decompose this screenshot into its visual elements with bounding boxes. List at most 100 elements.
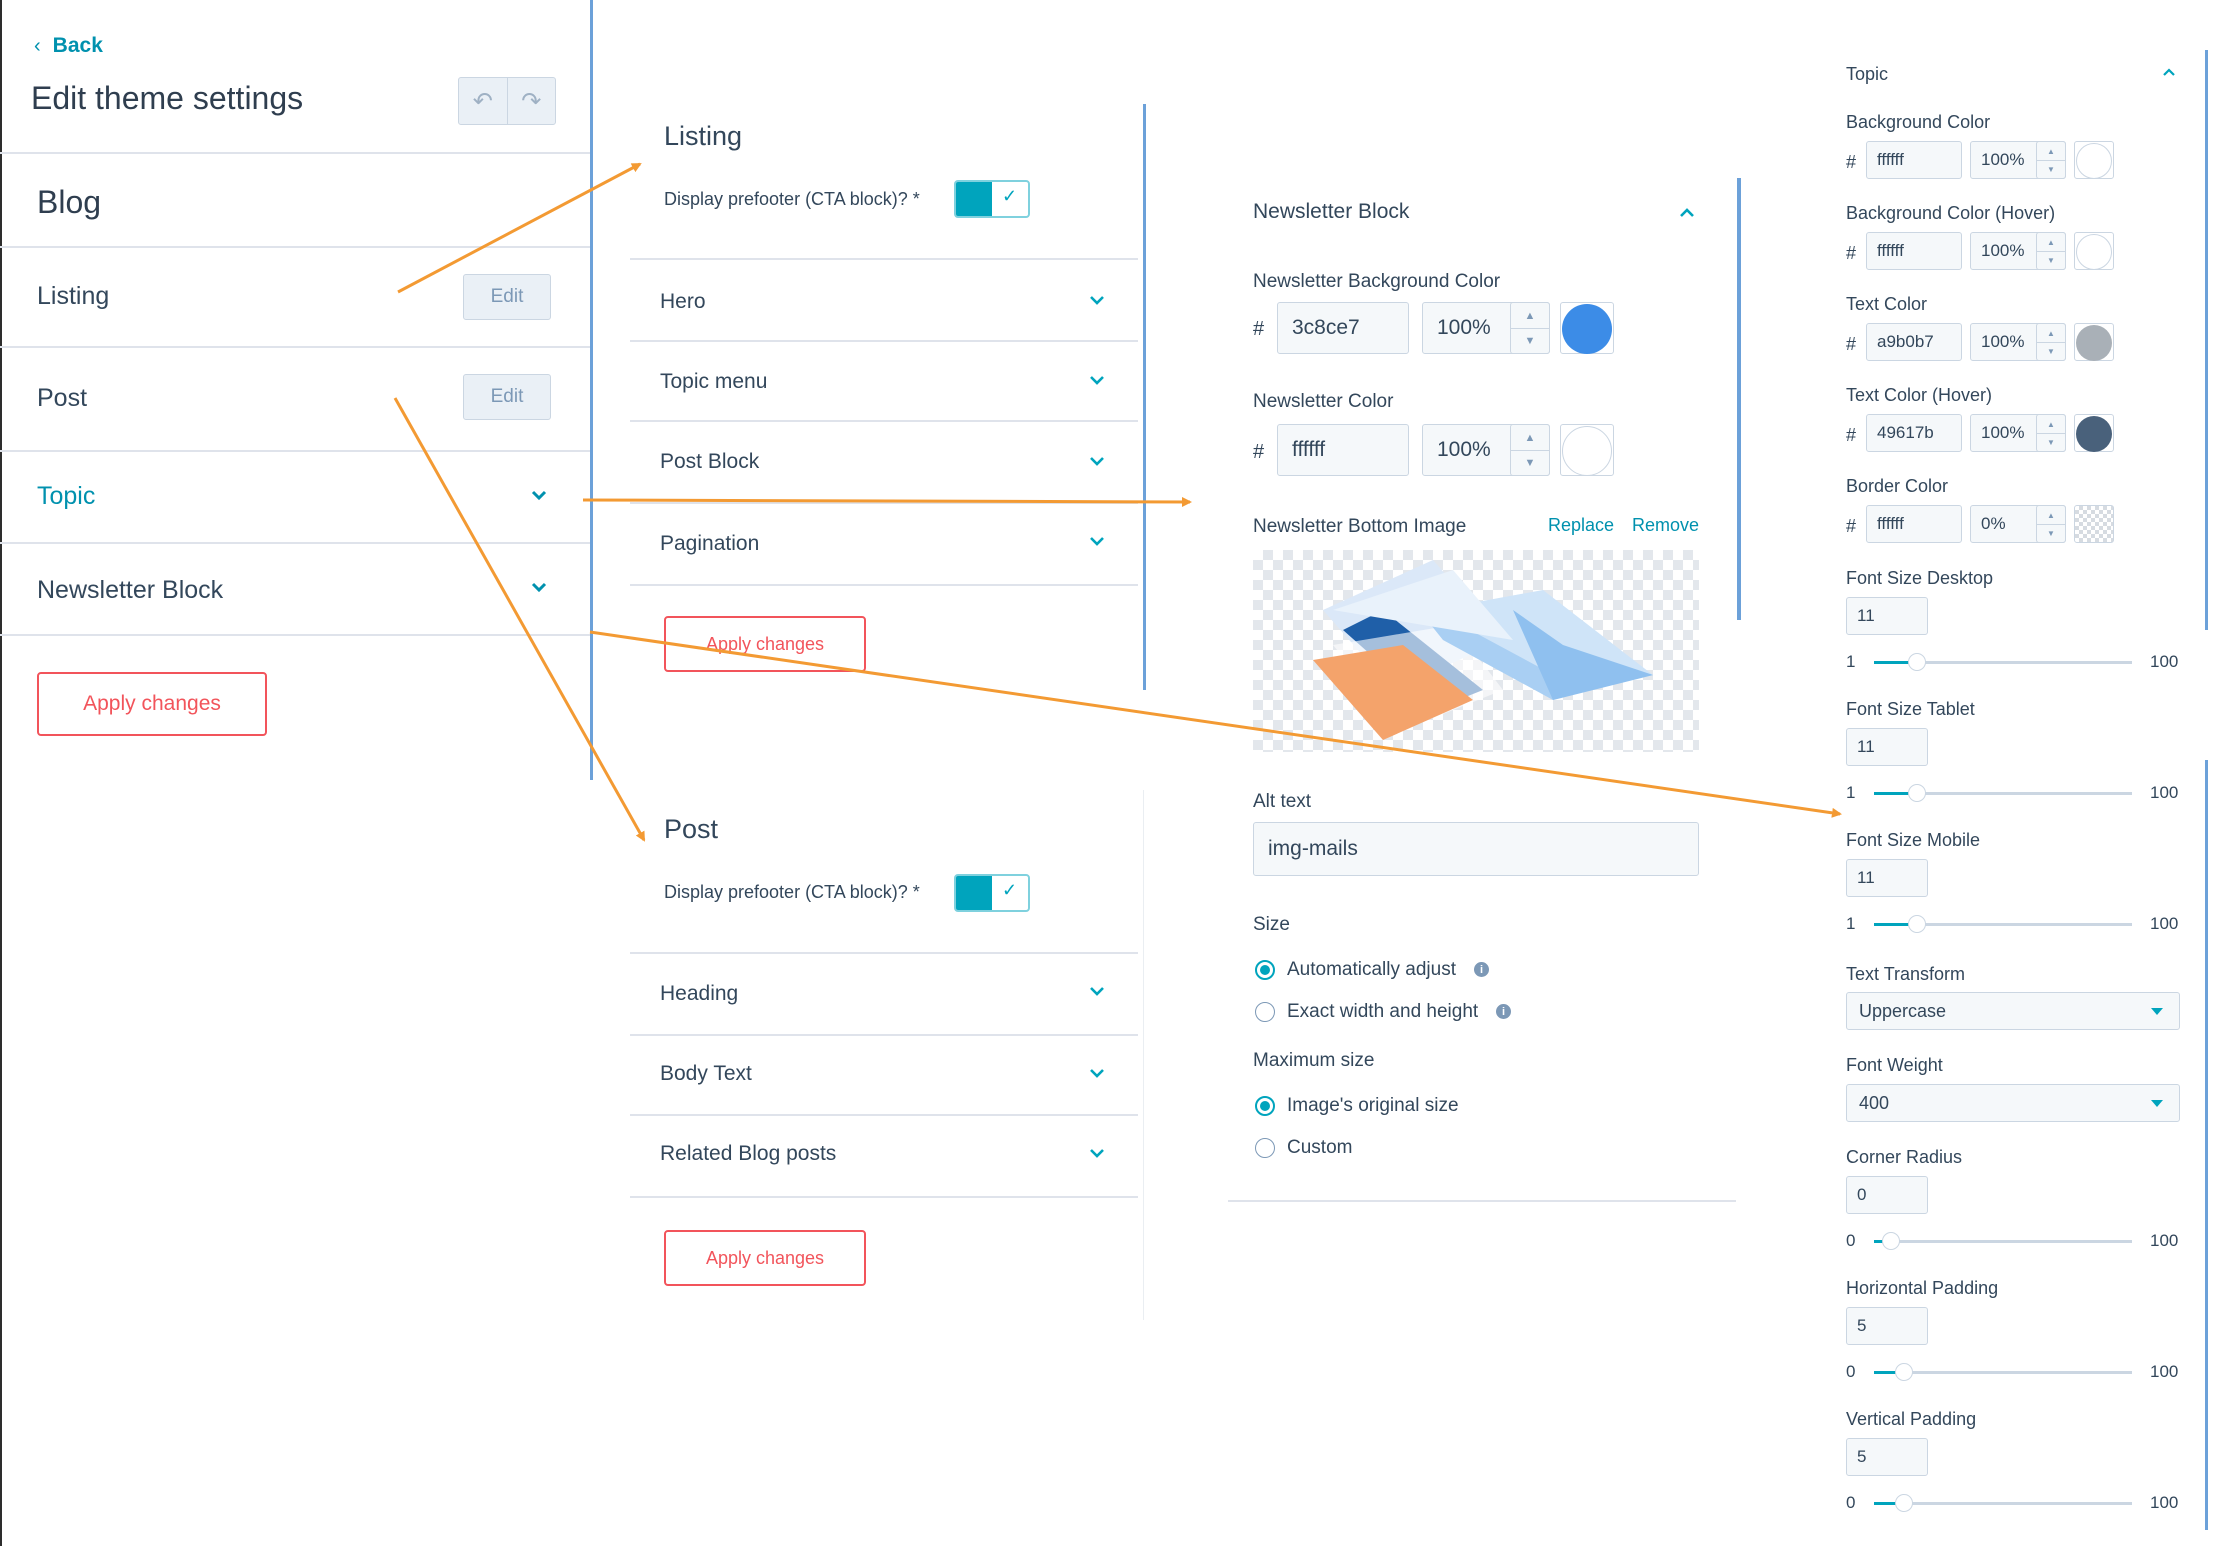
chevron-up-icon[interactable]	[1678, 204, 1696, 222]
slider-handle[interactable]	[1908, 653, 1927, 671]
listing-prefooter-toggle[interactable]: ✓	[954, 180, 1030, 218]
scrollbar[interactable]	[2205, 760, 2208, 1530]
color-hex-input[interactable]: ffffff	[1866, 141, 1962, 179]
divider	[0, 152, 590, 154]
replace-link[interactable]: Replace	[1548, 515, 1615, 535]
slider-value-input[interactable]: 11	[1846, 597, 1928, 635]
accordion-pagination[interactable]: Pagination	[630, 504, 1138, 586]
slider-value-input[interactable]: 5	[1846, 1438, 1928, 1476]
color-label: Text Color	[1846, 294, 1928, 314]
image-preview[interactable]	[1253, 550, 1699, 752]
slider-value-input[interactable]: 11	[1846, 728, 1928, 766]
color-label: Background Color (Hover)	[1846, 203, 2056, 223]
accordion-heading[interactable]: Heading	[630, 954, 1138, 1036]
max-original-radio[interactable]	[1255, 1096, 1275, 1116]
slider-value-input[interactable]: 0	[1846, 1176, 1928, 1214]
slider-track[interactable]	[1874, 1502, 2132, 1505]
bg-color-hex-input[interactable]: 3c8ce7	[1277, 302, 1409, 354]
remove-link[interactable]: Remove	[1632, 515, 1700, 535]
accordion-body-text[interactable]: Body Text	[630, 1036, 1138, 1116]
stepper-down-icon[interactable]: ▼	[2047, 164, 2055, 174]
stepper-down-icon[interactable]: ▼	[2047, 255, 2055, 265]
slider-track[interactable]	[1874, 1240, 2132, 1243]
slider-value-input[interactable]: 5	[1846, 1307, 1928, 1345]
undo-icon[interactable]: ↶	[472, 87, 493, 115]
opacity-stepper[interactable]: ▲▼	[2036, 505, 2066, 543]
color-hex-input[interactable]: 49617b	[1866, 414, 1962, 452]
listing-apply-button[interactable]: Apply changes	[664, 616, 866, 672]
stepper-down-icon[interactable]: ▼	[1524, 456, 1536, 469]
text-transform-select[interactable]: Uppercase	[1846, 992, 2180, 1030]
color-swatch-box[interactable]	[2074, 414, 2114, 452]
color-label: Text Color (Hover)	[1846, 385, 1993, 405]
slider-handle[interactable]	[1908, 915, 1927, 933]
slider-track[interactable]	[1874, 923, 2132, 926]
slider-track[interactable]	[1874, 792, 2132, 795]
scrollbar[interactable]	[2205, 50, 2208, 630]
color-swatch-box[interactable]	[2074, 323, 2114, 361]
alt-text-input[interactable]: img-mails	[1253, 822, 1699, 876]
stepper-up-icon[interactable]: ▲	[2037, 415, 2065, 434]
bg-color-swatch-box[interactable]	[1560, 302, 1614, 354]
stepper-down-icon[interactable]: ▼	[2047, 437, 2055, 447]
slider-value-input[interactable]: 11	[1846, 859, 1928, 897]
stepper-down-icon[interactable]: ▼	[1524, 334, 1536, 347]
size-auto-radio[interactable]	[1255, 960, 1275, 980]
post-apply-button[interactable]: Apply changes	[664, 1230, 866, 1286]
slider-track[interactable]	[1874, 1371, 2132, 1374]
slider-handle[interactable]	[1882, 1232, 1900, 1250]
slider-handle[interactable]	[1894, 1363, 1913, 1381]
slider-label: Horizontal Padding	[1846, 1278, 1999, 1298]
accordion-topic-menu[interactable]: Topic menu	[630, 342, 1138, 422]
slider-handle[interactable]	[1908, 784, 1927, 802]
info-icon[interactable]: i	[1496, 1004, 1511, 1019]
stepper-up-icon[interactable]: ▲	[2037, 142, 2065, 161]
color-swatch-box[interactable]	[2074, 232, 2114, 270]
scrollbar[interactable]	[1737, 178, 1741, 620]
edit-post-button[interactable]: Edit	[463, 374, 551, 420]
apply-changes-button[interactable]: Apply changes	[37, 672, 267, 736]
stepper-up-icon[interactable]: ▲	[1511, 303, 1549, 329]
stepper-up-icon[interactable]: ▲	[1511, 425, 1549, 451]
stepper-down-icon[interactable]: ▼	[2047, 528, 2055, 538]
color-swatch-box[interactable]	[2074, 505, 2114, 543]
opacity-stepper[interactable]: ▲▼	[1510, 302, 1550, 354]
row-newsletter-block[interactable]: Newsletter Block	[0, 544, 590, 636]
info-icon[interactable]: i	[1474, 962, 1489, 977]
opacity-stepper[interactable]: ▲▼	[2036, 414, 2066, 452]
edit-listing-button[interactable]: Edit	[463, 274, 551, 320]
accordion-hero[interactable]: Hero	[630, 260, 1138, 342]
opacity-stepper[interactable]: ▲▼	[2036, 141, 2066, 179]
mail-envelopes-illustration	[1313, 560, 1653, 740]
post-prefooter-toggle[interactable]: ✓	[954, 874, 1030, 912]
size-exact-radio[interactable]	[1255, 1002, 1275, 1022]
slider-track[interactable]	[1874, 661, 2132, 664]
color-hex-input[interactable]: ffffff	[1866, 232, 1962, 270]
color-hex-input[interactable]: a9b0b7	[1866, 323, 1962, 361]
color-hex-input[interactable]: ffffff	[1866, 505, 1962, 543]
newsletter-color-swatch-box[interactable]	[1560, 424, 1614, 476]
row-topic[interactable]: Topic	[0, 452, 590, 544]
color-swatch-box[interactable]	[2074, 141, 2114, 179]
opacity-stepper[interactable]: ▲▼	[2036, 232, 2066, 270]
stepper-up-icon[interactable]: ▲	[2037, 506, 2065, 525]
opacity-stepper[interactable]: ▲▼	[2036, 323, 2066, 361]
slider-max: 100	[2150, 1231, 2179, 1250]
accordion-related-posts[interactable]: Related Blog posts	[630, 1116, 1138, 1198]
opacity-stepper[interactable]: ▲▼	[1510, 424, 1550, 476]
stepper-up-icon[interactable]: ▲	[2037, 324, 2065, 343]
page-title: Edit theme settings	[31, 80, 304, 116]
chevron-down-icon[interactable]	[530, 578, 548, 596]
redo-icon[interactable]: ↷	[506, 78, 556, 124]
newsletter-color-hex-input[interactable]: ffffff	[1277, 424, 1409, 476]
chevron-up-icon[interactable]	[2162, 66, 2176, 80]
chevron-down-icon[interactable]	[530, 486, 548, 504]
max-custom-radio[interactable]	[1255, 1138, 1275, 1158]
slider-handle[interactable]	[1894, 1494, 1913, 1512]
stepper-up-icon[interactable]: ▲	[2037, 233, 2065, 252]
stepper-down-icon[interactable]: ▼	[2047, 346, 2055, 356]
bottom-image-label: Newsletter Bottom Image	[1253, 516, 1467, 537]
back-link[interactable]: ‹Back	[34, 34, 103, 58]
accordion-post-block[interactable]: Post Block	[630, 422, 1138, 504]
font-weight-select[interactable]: 400	[1846, 1084, 2180, 1122]
